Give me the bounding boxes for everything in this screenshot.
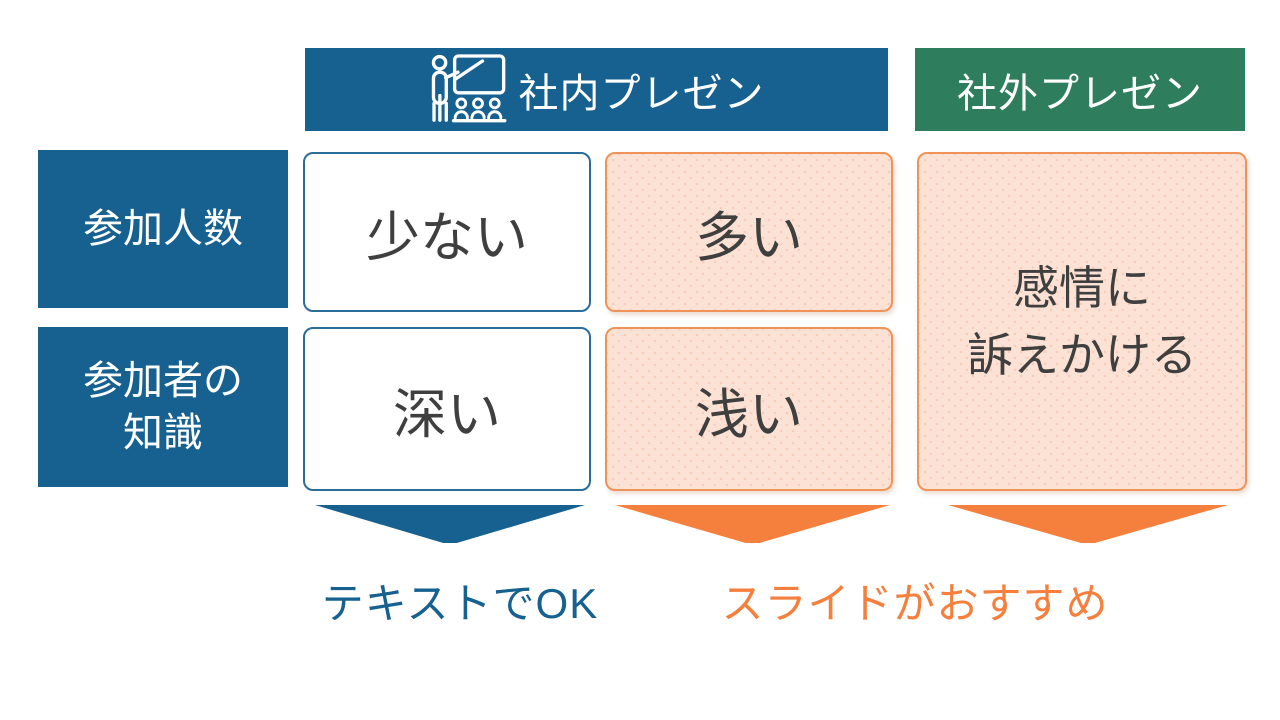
down-arrow-blue-text-column — [315, 505, 585, 543]
cell-knowledge-deep: 深い — [303, 327, 591, 491]
row-label-participant-count: 参加人数 — [38, 150, 288, 308]
presenter-with-audience-icon — [431, 53, 506, 122]
down-arrow-orange-slide-column — [615, 505, 890, 543]
header-external-label: 社外プレゼン — [957, 71, 1203, 116]
conclusion-text-ok: テキストでOK — [321, 580, 599, 627]
cell-appeal-to-emotion: 感情に 訴えかける — [917, 152, 1247, 491]
header-internal-presentation: 社内プレゼン — [305, 48, 888, 131]
header-external-presentation: 社外プレゼン — [915, 48, 1245, 131]
cell-knowledge-shallow: 浅い — [605, 327, 893, 491]
cell-participants-many: 多い — [605, 152, 893, 312]
header-internal-label: 社内プレゼン — [518, 71, 765, 116]
down-arrow-orange-external-column — [948, 505, 1228, 543]
row-label-participant-knowledge: 参加者の 知識 — [38, 327, 288, 487]
conclusion-slide-recommended: スライドがおすすめ — [721, 580, 1109, 627]
cell-participants-few: 少ない — [303, 152, 591, 312]
